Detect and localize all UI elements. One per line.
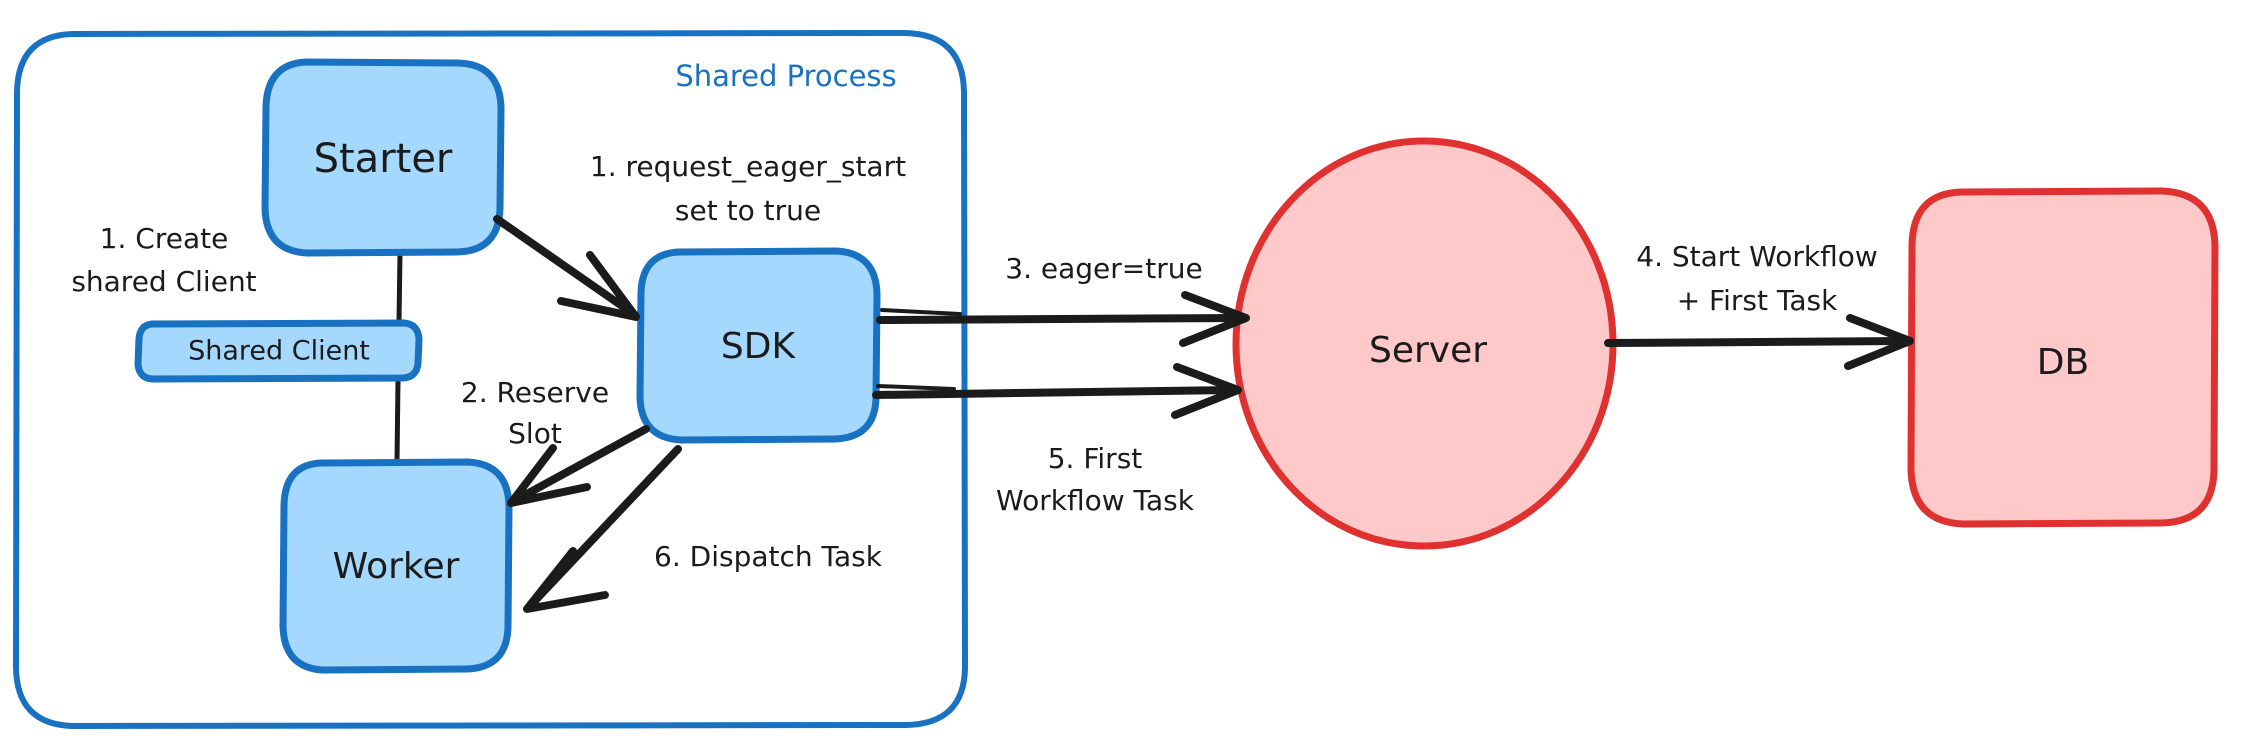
edge-3-line: [876, 314, 1247, 324]
node-db[interactable]: DB: [1907, 187, 2219, 528]
edge-label-5-line2: Workflow Task: [996, 484, 1195, 517]
link-starter-shared-client: [396, 251, 403, 325]
edge-1-arrowhead: [557, 251, 640, 321]
server-shape: [1232, 137, 1617, 550]
edge-label-2-line1: 2. Reserve: [461, 376, 609, 409]
worker-shape: [279, 458, 513, 674]
shared-process-group: Shared Process: [13, 30, 968, 729]
edge-label-6: 6. Dispatch Task: [654, 540, 883, 573]
shared-client-shape: [134, 319, 423, 383]
edge-label-1-line2: set to true: [675, 194, 821, 227]
edge-label-4-line1: 4. Start Workflow: [1636, 240, 1878, 273]
edge-4-line: [1604, 337, 1910, 347]
edge-label-3: 3. eager=true: [1005, 252, 1202, 285]
sdk-label: SDK: [721, 326, 797, 367]
db-label: DB: [2037, 342, 2089, 383]
edge-5-sketch-stroke: [876, 384, 956, 391]
edge-eager-true: 3. eager=true: [876, 252, 1250, 347]
node-server[interactable]: Server: [1232, 137, 1617, 550]
node-shared-client[interactable]: Shared Client: [134, 319, 423, 383]
server-label: Server: [1369, 330, 1487, 371]
edge-reserve-slot: 2. Reserve Slot: [461, 376, 650, 507]
worker-label: Worker: [333, 546, 460, 587]
edge-6-arrowhead: [523, 547, 609, 613]
edge-1-line: [493, 215, 639, 319]
starter-shape: [261, 58, 505, 257]
link-shared-client-worker: [394, 377, 401, 465]
edge-first-workflow-task: 5. First Workflow Task: [872, 363, 1242, 517]
edge-label-4-line2: + First Task: [1677, 284, 1838, 317]
shared-client-label: Shared Client: [188, 336, 370, 367]
node-worker[interactable]: Worker: [279, 458, 513, 674]
edge-label-create-line1: 1. Create: [100, 222, 229, 255]
edge-5-arrowhead: [1171, 363, 1242, 419]
edge-3-arrowhead: [1179, 291, 1250, 347]
edge-label-5-line1: 5. First: [1048, 442, 1143, 475]
edge-create-shared-client: 1. Create shared Client: [71, 222, 256, 298]
shared-process-border: [13, 30, 968, 729]
db-shape: [1907, 187, 2219, 528]
edge-2-arrowhead: [507, 444, 591, 507]
starter-label: Starter: [314, 136, 453, 182]
edge-start-workflow: 4. Start Workflow + First Task: [1604, 240, 1914, 370]
edge-2-line: [510, 425, 650, 505]
edge-dispatch-task: 6. Dispatch Task: [523, 445, 883, 613]
sdk-shape: [636, 247, 881, 444]
edge-label-1-line1: 1. request_eager_start: [590, 150, 906, 183]
shared-process-title: Shared Process: [675, 59, 896, 93]
edge-5-line: [872, 386, 1238, 399]
node-starter[interactable]: Starter: [261, 58, 505, 257]
edge-request-eager-start: 1. request_eager_start set to true: [493, 150, 906, 321]
edge-label-create-line2: shared Client: [71, 265, 256, 298]
edge-4-arrowhead: [1844, 314, 1914, 370]
node-sdk[interactable]: SDK: [636, 247, 881, 444]
edge-3-sketch-stroke: [880, 308, 962, 316]
edge-label-2-line2: Slot: [508, 417, 562, 450]
